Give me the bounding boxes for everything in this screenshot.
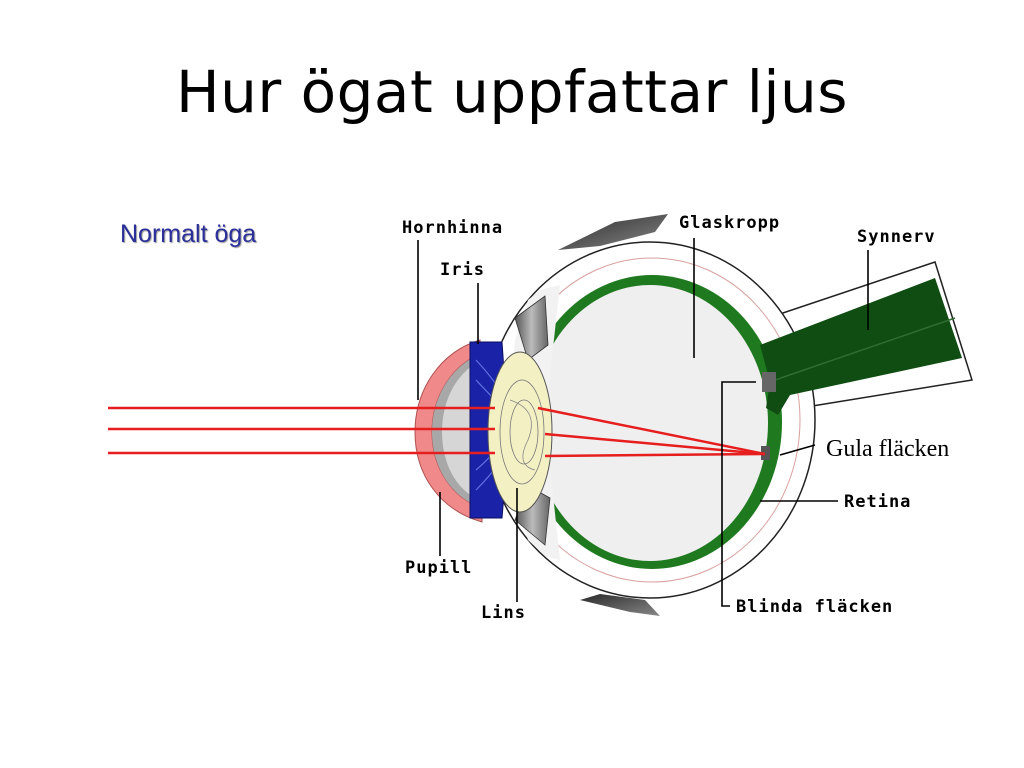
leader-blinda-flacken [721,381,756,607]
iris-detail [475,359,501,491]
subtitle: Normalt öga [120,220,257,248]
lower-eyelid [580,594,660,616]
optic-nerve [760,278,962,415]
light-ray-2-refracted [544,432,766,456]
fovea [761,446,770,460]
vitreous-body [532,285,768,561]
blind-spot [762,372,776,392]
lens [487,351,553,513]
label-iris: Iris [440,260,485,280]
optic-nerve-center [774,317,956,381]
lens-ring-1 [499,379,545,485]
leader-gula-flacken [779,444,816,456]
upper-eyelid [558,214,668,250]
light-ray-1-refracted [537,406,766,456]
slide-title: Hur ögat uppfattar ljus [175,58,849,126]
label-pupill: Pupill [405,558,472,578]
ciliary-body-top [514,295,549,361]
label-gula-flacken: Gula fläcken [826,436,949,462]
label-blinda-flacken: Blinda fläcken [736,597,893,617]
label-synnerv: Synnerv [857,227,936,247]
label-glaskropp: Glaskropp [679,213,780,233]
light-rays [108,406,766,458]
label-retina: Retina [844,492,911,512]
label-lins: Lins [481,603,526,623]
lens-ring-2 [509,399,539,465]
label-hornhinna: Hornhinna [402,218,503,238]
lens-swirl [509,399,536,471]
light-ray-3-refracted [544,452,766,458]
